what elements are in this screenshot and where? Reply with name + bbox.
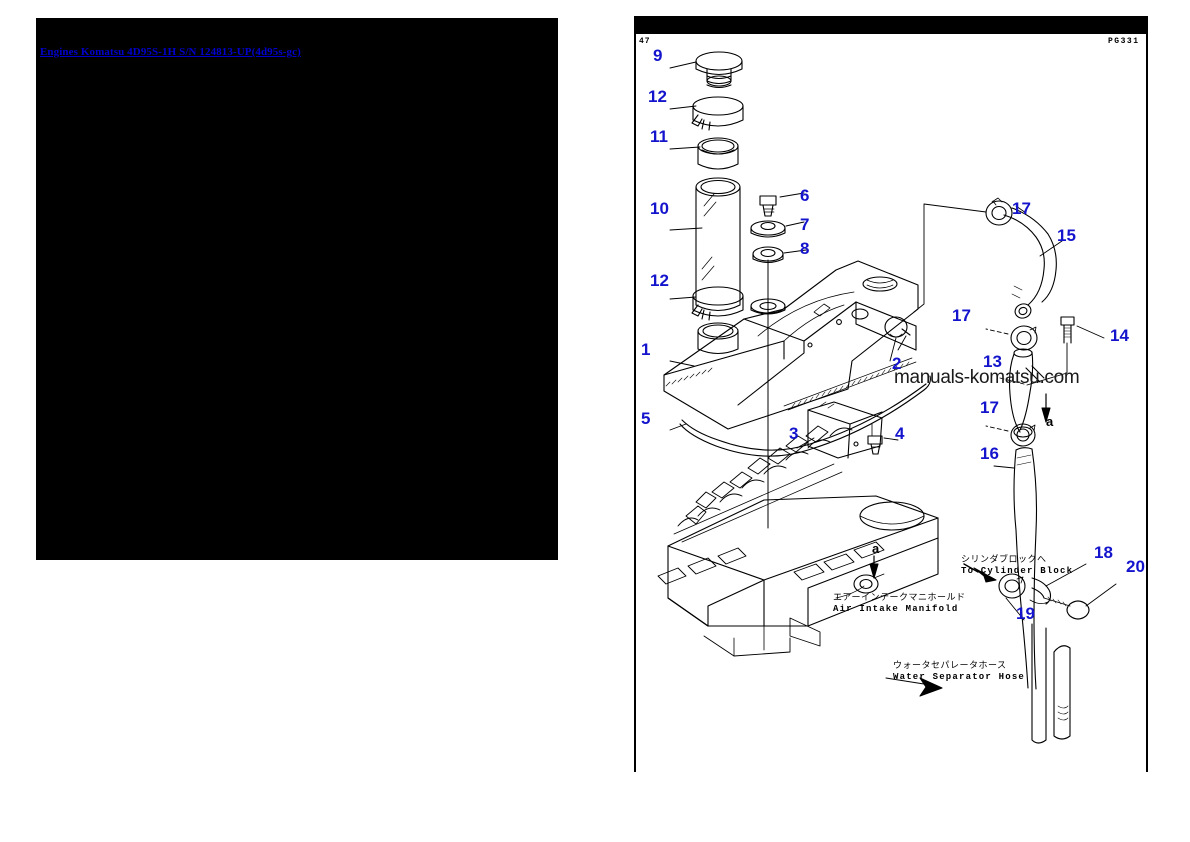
annotation-water-separator-hose-en: Water Separator Hose <box>893 672 1026 683</box>
preview-thumbnail-panel <box>36 18 558 560</box>
annotation-to-cylinder-block-jp: シリンダブロックへ <box>961 555 1047 565</box>
part-cover-gasket <box>669 375 931 457</box>
callout-3[interactable]: 3 <box>789 424 799 443</box>
callout-13[interactable]: 13 <box>983 352 1002 371</box>
part-clamp-17-mid <box>985 325 1038 351</box>
callout-7[interactable]: 7 <box>800 215 810 234</box>
part-fitting-19 <box>963 563 1026 621</box>
annotation-to-cylinder-block: シリンダブロックへ To Cylinder Block <box>961 555 1073 578</box>
callout-5[interactable]: 5 <box>641 409 651 428</box>
callout-18[interactable]: 18 <box>1094 543 1113 562</box>
part-oil-filler-cap <box>669 51 743 89</box>
reference-marker-a-right: a <box>1046 414 1054 429</box>
part-hose-15 <box>1003 207 1063 319</box>
callout-15[interactable]: 15 <box>1057 226 1076 245</box>
diagram-header-bar <box>634 16 1148 34</box>
part-clamp-17-lower <box>985 423 1036 447</box>
part-bolt-20 <box>1043 583 1117 620</box>
part-grommet-8 <box>752 246 807 264</box>
callout-19[interactable]: 19 <box>1016 604 1035 623</box>
part-seal-ring <box>669 137 739 170</box>
part-hose-16 <box>993 447 1038 690</box>
part-bracket-18 <box>1029 563 1087 605</box>
annotation-air-intake-manifold-jp: エアーインテークマニホールド <box>833 593 966 603</box>
callout-1[interactable]: 1 <box>641 340 651 359</box>
callout-17-upper[interactable]: 17 <box>1012 199 1031 218</box>
part-hose-clamp-upper <box>669 96 744 131</box>
part-hose-clamp-lower <box>669 286 744 321</box>
reference-arrow-a-right <box>1041 393 1051 423</box>
callout-14[interactable]: 14 <box>1110 326 1129 345</box>
exploded-parts-drawing <box>657 51 1117 744</box>
parts-catalog-link[interactable]: Engines Komatsu 4D95S-1H S/N 124813-UP(4… <box>40 46 301 58</box>
part-breather-hose <box>669 177 741 312</box>
part-cylinder-head-cover <box>663 260 919 430</box>
part-bolt-14 <box>1026 316 1105 386</box>
callout-6[interactable]: 6 <box>800 186 810 205</box>
callout-20[interactable]: 20 <box>1126 557 1145 576</box>
annotation-air-intake-manifold-en: Air Intake Manifold <box>833 604 959 615</box>
annotation-to-cylinder-block-en: To Cylinder Block <box>961 566 1074 577</box>
callout-9[interactable]: 9 <box>653 46 663 65</box>
page-number-right: PG331 <box>1108 37 1140 46</box>
reference-marker-a-manifold: a <box>872 541 880 556</box>
part-bolt-4 <box>867 423 899 455</box>
annotation-water-separator-hose: ウォータセパレータホース Water Separator Hose <box>893 661 1025 684</box>
part-connector-pipe <box>999 348 1045 438</box>
callout-2[interactable]: 2 <box>892 354 902 373</box>
part-clamp-17-upper <box>913 197 1027 313</box>
part-water-separator-hose-lower <box>885 623 1071 744</box>
page-number-left: 47 <box>639 37 651 46</box>
annotation-air-intake-manifold: エアーインテークマニホールド Air Intake Manifold <box>833 593 965 616</box>
callout-17-mid[interactable]: 17 <box>952 306 971 325</box>
part-washer-7 <box>750 220 805 238</box>
annotation-water-separator-hose-jp: ウォータセパレータホース <box>893 661 1007 671</box>
callout-16[interactable]: 16 <box>980 444 999 463</box>
callout-12-lower[interactable]: 12 <box>650 271 669 290</box>
callout-17-lower[interactable]: 17 <box>980 398 999 417</box>
part-bolt-6 <box>759 192 805 217</box>
site-watermark: manuals-komatsu.com <box>894 367 1080 388</box>
reference-arrow-a-manifold <box>869 555 879 579</box>
part-air-intake-manifold <box>657 425 939 657</box>
callout-12-upper[interactable]: 12 <box>648 87 667 106</box>
callout-10[interactable]: 10 <box>650 199 669 218</box>
callout-8[interactable]: 8 <box>800 239 810 258</box>
part-cap-2 <box>884 316 911 362</box>
callout-11[interactable]: 11 <box>650 127 668 146</box>
callout-4[interactable]: 4 <box>895 424 905 443</box>
